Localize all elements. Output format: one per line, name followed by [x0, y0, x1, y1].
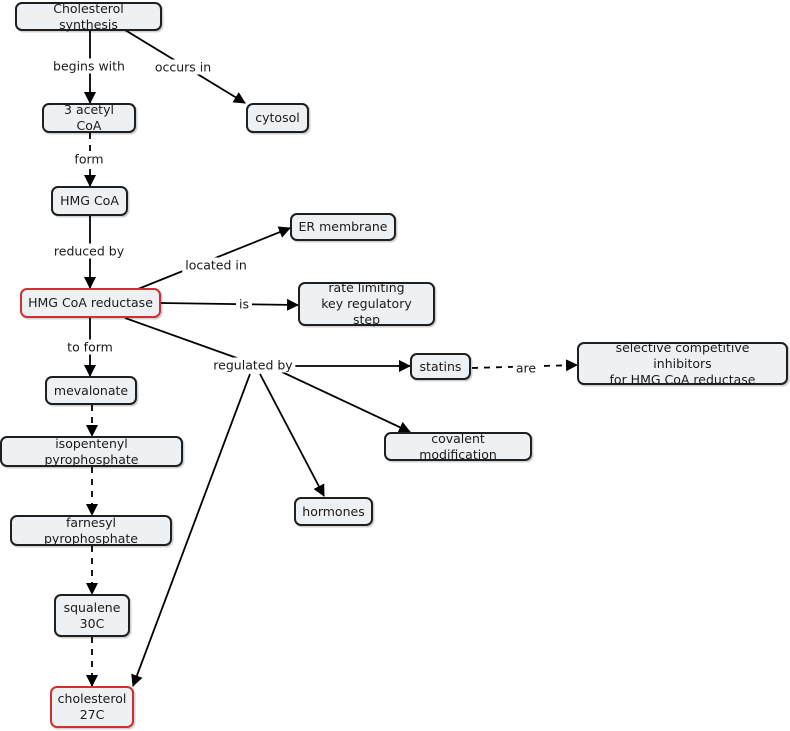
node-hormones[interactable]: hormones [294, 497, 373, 526]
edge-regulated-hormones [259, 373, 325, 497]
link-label-to-form: to form [64, 339, 116, 355]
node-selective-inhibitors[interactable]: selective competitive inhibitors for HMG… [577, 340, 788, 387]
node-squalene[interactable]: squalene 30C [54, 594, 130, 637]
node-mevalonate[interactable]: mevalonate [45, 376, 137, 405]
node-statins[interactable]: statins [410, 353, 471, 380]
node-farnesyl-pyrophosphate[interactable]: farnesyl pyrophosphate [10, 515, 172, 546]
edge-regulated-cholesterol [131, 373, 251, 687]
link-label-begins-with: begins with [50, 58, 128, 74]
node-covalent-modification[interactable]: covalent modification [384, 431, 532, 462]
edge-is [159, 298, 299, 311]
link-label-located-in: located in [182, 257, 250, 273]
node-hmg-coa[interactable]: HMG CoA [51, 186, 128, 216]
link-label-are: are [512, 360, 540, 376]
link-label-reduced-by: reduced by [50, 243, 128, 259]
node-rate-limiting[interactable]: rate limiting key regulatory step [298, 280, 435, 327]
edge-regulated-by [124, 317, 249, 363]
link-label-is: is [236, 296, 252, 312]
link-label-occurs-in: occurs in [151, 59, 215, 75]
node-3-acetyl-coa[interactable]: 3 acetyl CoA [42, 102, 136, 133]
node-er-membrane[interactable]: ER membrane [290, 213, 396, 241]
edge-regulated-covalent [281, 371, 411, 433]
node-cholesterol-synthesis[interactable]: Cholesterol synthesis [15, 1, 162, 32]
node-cytosol[interactable]: cytosol [246, 103, 309, 133]
node-cholesterol[interactable]: cholesterol 27C [50, 686, 134, 728]
node-isopentenyl-pyrophosphate[interactable]: isopentenyl pyrophosphate [0, 436, 183, 467]
link-label-form: form [71, 151, 107, 167]
node-hmg-coa-reductase[interactable]: HMG CoA reductase [20, 288, 161, 318]
link-label-regulated-by: regulated by [210, 357, 296, 373]
